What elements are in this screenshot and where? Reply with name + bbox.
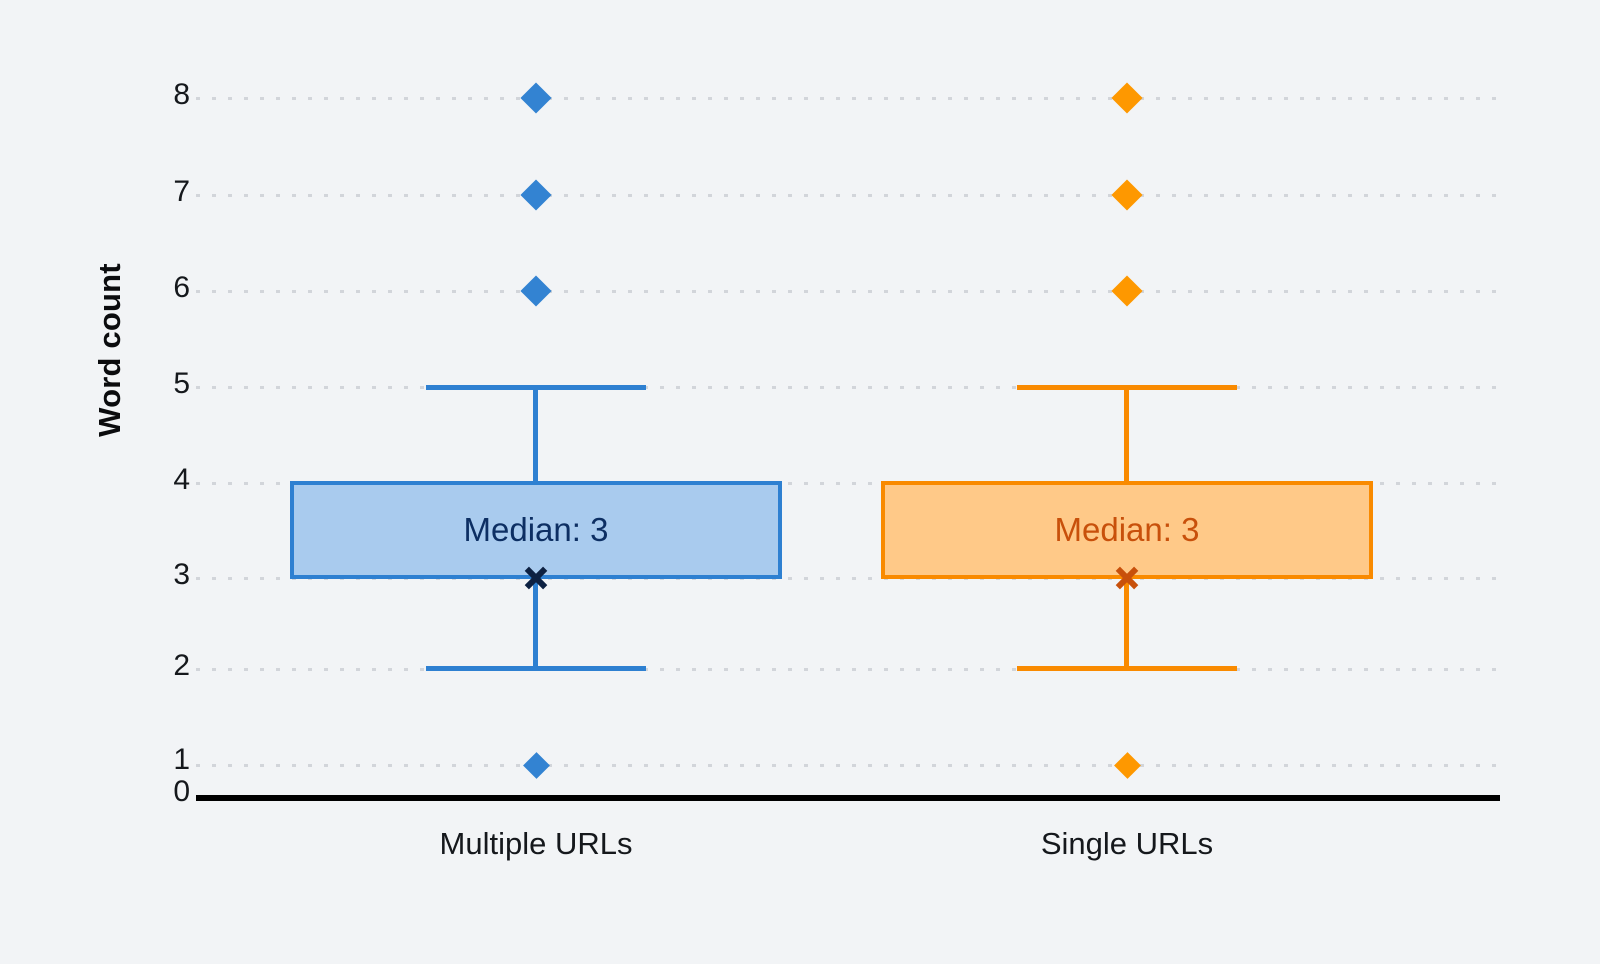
outlier-blue-8[interactable]	[520, 82, 552, 114]
outlier-orange-8[interactable]	[1111, 82, 1143, 114]
gridline-7	[196, 194, 1500, 197]
outlier-blue-7[interactable]	[520, 179, 552, 211]
outlier-blue-1[interactable]	[523, 752, 550, 779]
outlier-orange-1[interactable]	[1114, 752, 1141, 779]
gridline-8	[196, 97, 1500, 100]
outlier-orange-6[interactable]	[1111, 275, 1143, 307]
outlier-orange-7[interactable]	[1111, 179, 1143, 211]
y-tick-7: 7	[173, 175, 190, 208]
whisker-lower-line-orange	[1124, 575, 1129, 670]
gridline-3	[196, 577, 1500, 580]
x-category-label-single-urls: Single URLs	[1040, 826, 1214, 861]
mean-marker-orange	[1114, 565, 1140, 591]
x-category-label-multiple-urls: Multiple URLs	[439, 826, 633, 861]
whisker-upper-line-blue	[533, 386, 538, 486]
y-tick-1: 1	[173, 743, 190, 776]
y-tick-4: 4	[173, 463, 190, 496]
whisker-upper-line-orange	[1124, 386, 1129, 486]
box-iqr-blue[interactable]	[290, 481, 782, 579]
gridline-2	[196, 668, 1500, 671]
gridline-1	[196, 764, 1500, 767]
y-tick-0: 0	[173, 775, 190, 808]
gridline-4	[196, 482, 1500, 485]
y-tick-3: 3	[173, 558, 190, 591]
box-iqr-orange[interactable]	[881, 481, 1373, 579]
y-axis-tick-labels: 8 7 6 5 4 3 2 1 0	[120, 0, 190, 964]
whisker-lower-line-blue	[533, 575, 538, 670]
x-axis-baseline	[196, 795, 1500, 801]
y-tick-2: 2	[173, 649, 190, 682]
whisker-lower-cap-orange	[1017, 666, 1237, 671]
y-tick-5: 5	[173, 367, 190, 400]
whisker-lower-cap-blue	[426, 666, 646, 671]
mean-marker-blue	[523, 565, 549, 591]
gridline-6	[196, 290, 1500, 293]
whisker-upper-cap-orange	[1017, 385, 1237, 390]
whisker-upper-cap-blue	[426, 385, 646, 390]
y-tick-6: 6	[173, 271, 190, 304]
gridline-5	[196, 386, 1500, 389]
y-tick-8: 8	[173, 78, 190, 111]
outlier-blue-6[interactable]	[520, 275, 552, 307]
